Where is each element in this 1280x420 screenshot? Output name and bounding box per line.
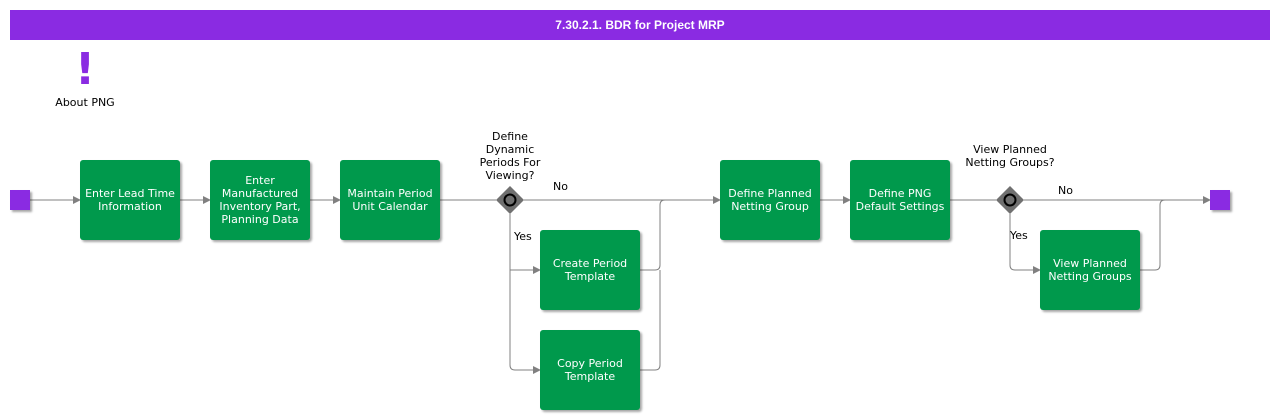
gateway2-question: View Planned Netting Groups?: [965, 143, 1055, 169]
activity-enter-manufactured-part[interactable]: Enter Manufactured Inventory Part, Plann…: [210, 160, 310, 240]
connector-view-merge: [1140, 199, 1166, 271]
about-png-annotation[interactable]: ! About PNG: [44, 44, 126, 110]
connector-create-merge: [640, 199, 666, 271]
activity-view-planned-netting-groups[interactable]: View Planned Netting Groups: [1040, 230, 1140, 310]
end-event[interactable]: [1210, 190, 1230, 210]
gateway2-yes-label: Yes: [1010, 229, 1028, 242]
exclamation-icon: !: [74, 44, 96, 95]
diagram-title: 7.30.2.1. BDR for Project MRP: [10, 10, 1270, 40]
start-event[interactable]: [10, 190, 30, 210]
activity-create-period-template[interactable]: Create Period Template: [540, 230, 640, 310]
connector-copy-merge: [640, 270, 661, 371]
connector-gateway2-view: [1009, 214, 1041, 274]
gateway1-yes-label: Yes: [514, 230, 532, 243]
about-png-label: About PNG: [55, 96, 115, 109]
gateway-dynamic-periods[interactable]: [496, 186, 524, 214]
gateway2-no-label: No: [1058, 184, 1073, 197]
activity-define-planned-netting-group[interactable]: Define Planned Netting Group: [720, 160, 820, 240]
gateway-view-netting[interactable]: [996, 186, 1024, 214]
connector-gateway1-copy: [509, 214, 541, 374]
activity-copy-period-template[interactable]: Copy Period Template: [540, 330, 640, 410]
activity-define-png-default-settings[interactable]: Define PNG Default Settings: [850, 160, 950, 240]
gateway1-no-label: No: [553, 180, 568, 193]
activity-maintain-period-calendar[interactable]: Maintain Period Unit Calendar: [340, 160, 440, 240]
activity-enter-lead-time[interactable]: Enter Lead Time Information: [80, 160, 180, 240]
gateway1-question: Define Dynamic Periods For Viewing?: [479, 130, 541, 182]
